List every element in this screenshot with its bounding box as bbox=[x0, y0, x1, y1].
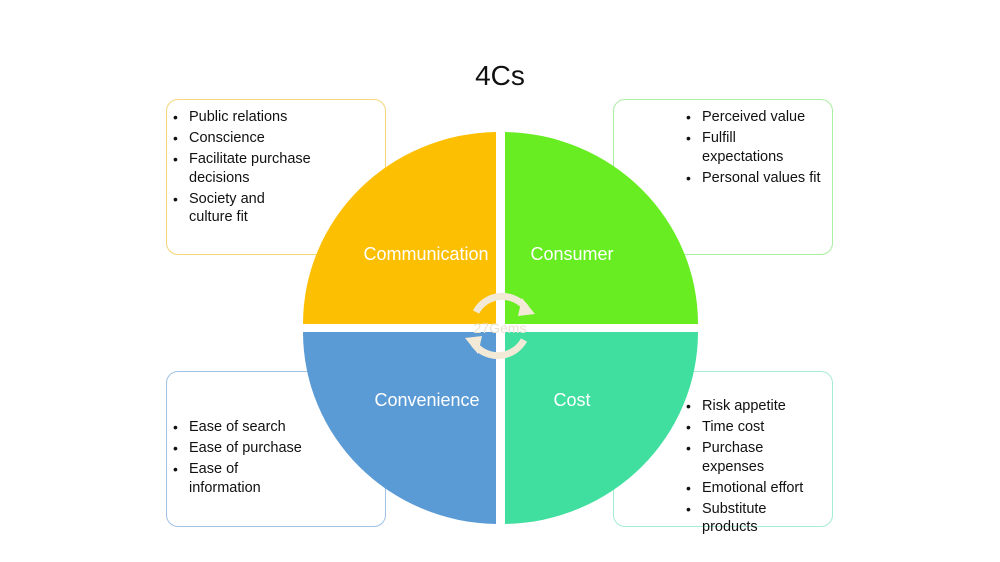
consumer-list: Perceived value Fulfill expectations Per… bbox=[680, 108, 824, 187]
convenience-list: Ease of search Ease of purchase Ease of … bbox=[167, 418, 377, 497]
watermark-text: 27Gems bbox=[474, 320, 527, 336]
convenience-quadrant bbox=[302, 332, 496, 524]
list-item: Ease of purchase bbox=[173, 439, 377, 458]
list-item: Society and culture fit bbox=[173, 190, 289, 227]
list-item: Conscience bbox=[173, 129, 377, 148]
consumer-quadrant bbox=[505, 132, 698, 324]
list-item: Facilitate purchase decisions bbox=[173, 150, 329, 187]
list-item: Emotional effort bbox=[686, 479, 828, 498]
cycle-arrows-icon bbox=[465, 292, 535, 360]
cost-label: Cost bbox=[553, 390, 590, 410]
communication-label: Communication bbox=[363, 244, 488, 264]
communication-box: Public relations Conscience Facilitate p… bbox=[166, 99, 386, 255]
convenience-label: Convenience bbox=[374, 390, 479, 410]
list-item: Fulfill expectations bbox=[686, 129, 802, 166]
consumer-label: Consumer bbox=[530, 244, 613, 264]
communication-list: Public relations Conscience Facilitate p… bbox=[167, 108, 377, 227]
communication-quadrant bbox=[302, 132, 496, 324]
cost-quadrant bbox=[505, 332, 698, 524]
list-item: Perceived value bbox=[686, 108, 824, 127]
list-item: Ease of information bbox=[173, 460, 279, 497]
list-item: Substitute products bbox=[686, 500, 802, 537]
list-item: Personal values fit bbox=[686, 169, 824, 188]
list-item: Ease of search bbox=[173, 418, 377, 437]
list-item: Purchase expenses bbox=[686, 439, 828, 476]
diagram-title: 4Cs bbox=[475, 60, 525, 91]
cost-list: Risk appetite Time cost Purchase expense… bbox=[680, 397, 828, 537]
list-item: Time cost bbox=[686, 418, 828, 437]
list-item: Risk appetite bbox=[686, 397, 828, 416]
list-item: Public relations bbox=[173, 108, 377, 127]
